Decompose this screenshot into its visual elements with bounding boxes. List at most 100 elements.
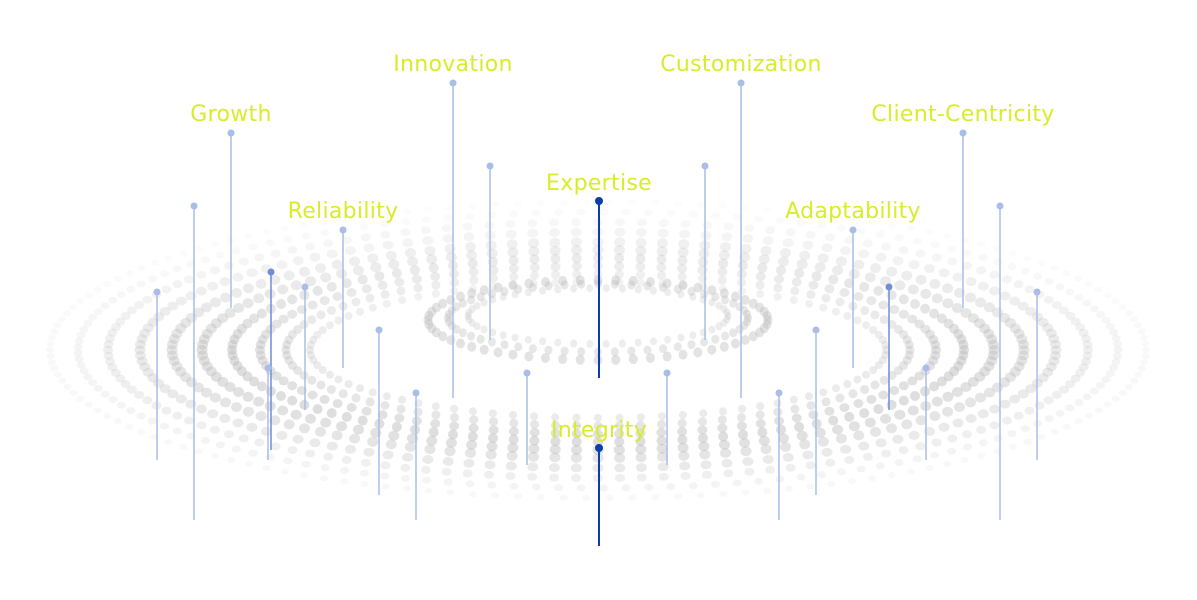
torus-dot [172,411,183,420]
torus-dot [839,403,850,412]
torus-dot [287,446,298,455]
torus-dot [658,279,667,288]
pin-expertise [595,197,603,378]
torus-dot [423,315,433,325]
torus-dot [209,425,220,434]
torus-dot [536,199,545,206]
torus-dot [300,222,309,228]
torus-dot [696,492,705,499]
torus-dot [509,482,519,490]
torus-dot [875,462,885,470]
torus-dot [759,306,769,317]
torus-dot [1082,393,1092,401]
torus-dot [344,380,353,388]
torus-dot [898,309,909,319]
torus-dot [740,335,750,345]
torus-dot [881,351,890,360]
torus-dot [186,432,196,440]
torus-dot [506,450,518,461]
torus-dot [450,404,458,413]
torus-dot [255,340,266,350]
torus-dot [1042,323,1054,333]
torus-dot [489,417,498,427]
torus-dot [491,201,500,208]
torus-dot [313,330,322,339]
torus-dot [180,372,192,383]
torus-dot [677,442,689,453]
torus-dot [531,209,541,217]
torus-dot [808,280,819,290]
torus-dot [651,199,660,206]
torus-dot [657,238,668,249]
torus-dot [210,241,219,248]
torus-dot [915,415,927,426]
torus-dot [775,217,785,225]
torus-dot [635,444,647,455]
torus-dot [227,345,237,355]
torus-dot [402,452,414,462]
torus-dot [611,354,621,365]
torus-dot [307,300,318,310]
torus-dot [989,286,1001,296]
torus-dot [989,404,1001,414]
torus-dot [1009,366,1021,377]
torus-dot [929,308,940,319]
torus-dot [782,452,794,462]
pin-growth [227,129,235,308]
torus-dot [301,232,311,240]
torus-dot [356,384,364,393]
torus-dot [1082,299,1092,307]
torus-dot [977,409,989,419]
torus-dot [527,228,539,238]
torus-dot [367,253,379,264]
torus-dot [723,315,731,324]
torus-dot [952,272,964,282]
torus-dot [947,447,956,455]
torus-dot [479,344,489,355]
torus-dot [299,266,310,277]
torus-dot [816,471,826,479]
torus-dot [1043,396,1054,405]
torus-dot [281,345,291,355]
torus-dot [717,423,728,433]
torus-dot [864,272,876,283]
torus-dot [763,315,773,325]
torus-dot [374,271,385,282]
pin-head [959,129,967,137]
torus-dot [763,487,772,494]
torus-dot [164,255,173,262]
torus-dot [848,421,860,432]
torus-dot [858,441,870,451]
torus-dot [197,350,209,361]
torus-dot [796,259,808,270]
torus-dot [1103,292,1112,299]
pin-head [996,202,1004,210]
torus-dot [975,392,986,403]
torus-dot [1078,328,1089,337]
torus-dot [576,484,586,492]
torus-dot [198,355,210,366]
torus-dot [420,465,431,474]
torus-dot [677,247,689,258]
torus-dot [1134,322,1143,329]
torus-dot [529,428,540,437]
torus-dot [84,292,93,299]
torus-dot [467,341,477,352]
torus-dot [824,406,835,416]
pin-integrity [595,444,603,546]
torus-dot [1025,384,1037,394]
torus-dot [508,280,518,291]
torus-dot [361,284,372,294]
torus-dot [309,356,318,365]
torus-dot [898,446,909,455]
torus-dot [762,236,774,245]
torus-dot [987,339,999,350]
torus-dot [738,429,748,440]
torus-dot [656,428,667,437]
torus-dot [164,438,173,445]
torus-dot [76,395,85,402]
torus-dot [431,302,441,313]
torus-dot [843,380,852,388]
torus-dot [936,376,947,387]
torus-dot [658,412,667,421]
